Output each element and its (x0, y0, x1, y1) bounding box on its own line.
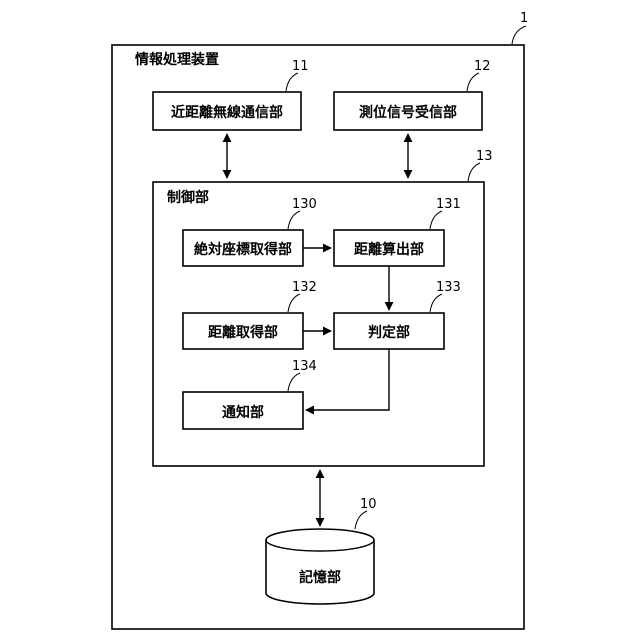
positioning-receiver-ref: 12 (474, 59, 491, 74)
storage-cylinder (266, 529, 374, 604)
control-unit-ref: 13 (476, 149, 493, 164)
abs-coord-acq-label: 絶対座標取得部 (194, 241, 292, 258)
abs-coord-acq-ref: 130 (292, 197, 317, 212)
storage-label: 記憶部 (299, 569, 341, 586)
notify-ref: 134 (292, 359, 317, 374)
dist-calc-label: 距離算出部 (354, 241, 424, 258)
dist-acq-ref: 132 (292, 280, 317, 295)
device-ref: 1 (520, 11, 528, 26)
judge-label: 判定部 (368, 324, 410, 341)
short-range-comm-label: 近距離無線通信部 (171, 104, 283, 121)
short-range-comm-ref: 11 (292, 59, 309, 74)
device-ref-leader (512, 26, 526, 44)
dist-calc-ref: 131 (436, 197, 461, 212)
dist-acq-label: 距離取得部 (208, 324, 278, 341)
notify-label: 通知部 (222, 404, 264, 421)
control-unit-label: 制御部 (167, 189, 209, 206)
storage-ref: 10 (360, 497, 377, 512)
judge-ref: 133 (436, 280, 461, 295)
device-label: 情報処理装置 (135, 51, 219, 68)
positioning-receiver-label: 測位信号受信部 (359, 104, 457, 121)
